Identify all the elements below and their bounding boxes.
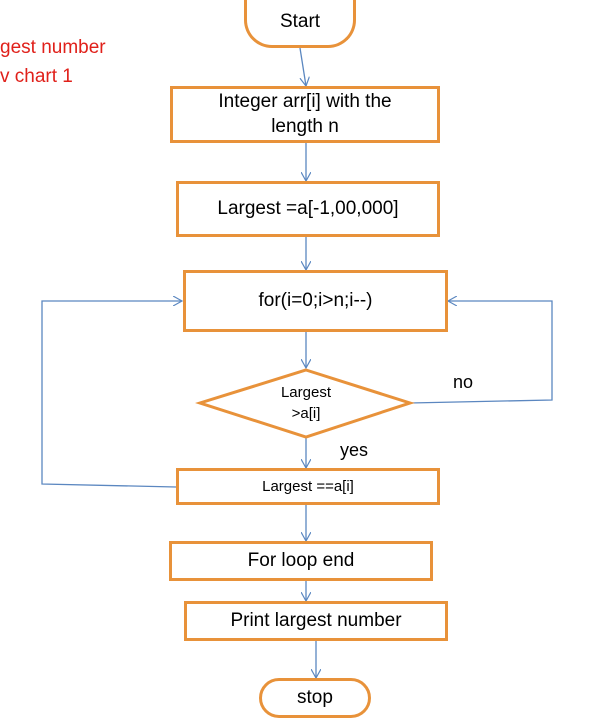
assign-node: Largest ==a[i] [176, 468, 440, 505]
no-edge-label: no [446, 370, 480, 394]
input-label-line-2: length n [271, 115, 339, 137]
input-label-line-1: Integer arr[i] with the [218, 90, 392, 112]
loop-label: for(i=0;i>n;i--) [258, 289, 373, 311]
heading-line-2: v chart 1 [0, 65, 73, 87]
decision-diamond [195, 368, 415, 439]
arrow-start-to-input [299, 47, 306, 86]
loop-end-label: For loop end [247, 549, 355, 571]
decision-label-line-1: Largest [280, 384, 332, 401]
assign-label: Largest ==a[i] [262, 477, 354, 495]
print-label: Print largest number [230, 609, 402, 631]
page-heading: gest number v chart 1 [0, 34, 106, 91]
start-label: Start [279, 11, 321, 33]
input-node: Integer arr[i] with the length n [170, 86, 440, 143]
loop-node: for(i=0;i>n;i--) [183, 270, 448, 332]
arrow-no-loopback [409, 301, 553, 404]
heading-line-1-part-1: gest [0, 37, 36, 58]
yes-edge-label: yes [334, 438, 374, 462]
stop-node: stop [259, 678, 371, 718]
no-label: no [452, 371, 474, 392]
yes-label: yes [339, 439, 368, 460]
heading-line-1-part-2: number [35, 37, 106, 58]
start-node: Start [244, 0, 356, 48]
print-node: Print largest number [184, 601, 448, 641]
arrow-yes-loopback [41, 301, 182, 488]
decision-label-line-2: >a[i] [291, 405, 321, 422]
init-node: Largest =a[-1,00,000] [176, 181, 440, 237]
decision-label: Largest >a[i] [240, 380, 372, 426]
heading-line-1: gest number [0, 34, 106, 63]
stop-label: stop [297, 686, 333, 708]
init-label: Largest =a[-1,00,000] [217, 197, 399, 219]
loop-end-node: For loop end [169, 541, 433, 581]
